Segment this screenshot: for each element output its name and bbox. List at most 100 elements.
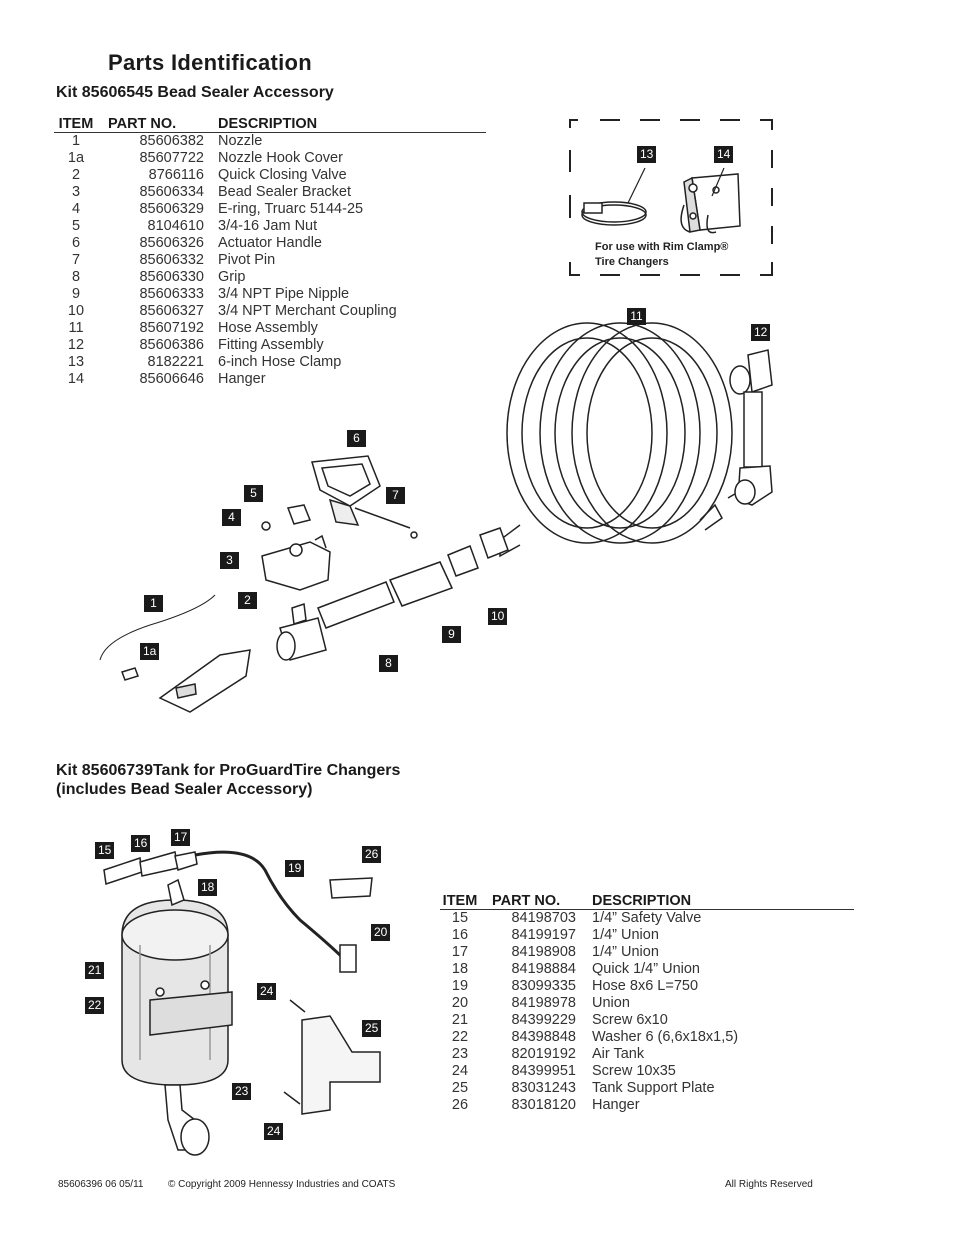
table-row: 24 84399951 Screw 10x35 xyxy=(440,1063,854,1080)
item-cell: 16 xyxy=(451,927,469,943)
description-cell: Tank Support Plate xyxy=(592,1080,715,1096)
col-item: ITEM xyxy=(58,116,94,132)
part-no-cell: 83031243 xyxy=(511,1080,576,1096)
description-cell: Nozzle Hook Cover xyxy=(218,150,343,166)
part-no-cell: 83099335 xyxy=(511,978,576,994)
description-cell: Quick 1/4” Union xyxy=(592,961,700,977)
part-no-cell: 85606329 xyxy=(139,201,204,217)
callout-label: 11 xyxy=(627,308,646,325)
part-no-cell: 8182221 xyxy=(147,354,204,370)
item-cell: 18 xyxy=(451,961,469,977)
callout-label: 10 xyxy=(488,608,508,625)
actuator-handle-illustration xyxy=(311,455,411,529)
callout-label: 3 xyxy=(220,552,239,569)
callout-label: 7 xyxy=(386,487,405,504)
callout-label: 9 xyxy=(442,626,461,643)
part-no-cell: 84198884 xyxy=(511,961,576,977)
description-cell: 3/4 NPT Pipe Nipple xyxy=(218,286,350,302)
description-cell: E-ring, Truarc 5144-25 xyxy=(218,201,364,217)
callout-label: 17 xyxy=(171,829,191,846)
col-item: ITEM xyxy=(442,893,478,909)
table-row: 8 85606330 Grip xyxy=(54,269,486,286)
nozzle-illustration xyxy=(99,594,251,713)
table-row: 16 84199197 1/4” Union xyxy=(440,927,854,944)
part-no-cell: 85607192 xyxy=(139,320,204,336)
description-cell: Hanger xyxy=(218,371,266,387)
kit2-title: Kit 85606739Tank for ProGuardTire Change… xyxy=(56,762,401,798)
item-cell: 24 xyxy=(451,1063,469,1079)
part-no-cell: 84198978 xyxy=(511,995,576,1011)
rim-clamp-box xyxy=(569,119,773,276)
part-no-cell: 85606334 xyxy=(139,184,204,200)
description-cell: Pivot Pin xyxy=(218,252,276,268)
callout-label: 1 xyxy=(144,595,163,612)
item-cell: 9 xyxy=(71,286,81,302)
callout-label: 4 xyxy=(222,509,241,526)
hanger-illustration xyxy=(680,167,741,234)
kit1-title: Kit 85606545 Bead Sealer Accessory xyxy=(56,84,334,101)
col-part-no: PART NO. xyxy=(108,116,177,132)
item-cell: 2 xyxy=(71,167,81,183)
item-cell: 22 xyxy=(451,1029,469,1045)
description-cell: Screw 6x10 xyxy=(592,1012,668,1028)
item-cell: 19 xyxy=(451,978,469,994)
copyright: © Copyright 2009 Hennessy Industries and… xyxy=(168,1179,396,1190)
page-title: Parts Identification xyxy=(108,50,313,75)
part-no-cell: 85606333 xyxy=(139,286,204,302)
callout-label: 24 xyxy=(264,1123,284,1140)
part-no-cell: 85606382 xyxy=(139,133,204,149)
description-cell: Quick Closing Valve xyxy=(218,167,347,183)
item-cell: 1a xyxy=(67,150,85,166)
description-cell: Screw 10x35 xyxy=(592,1063,676,1079)
callout-label: 21 xyxy=(85,962,105,979)
table-row: 9 85606333 3/4 NPT Pipe Nipple xyxy=(54,286,486,303)
col-part-no: PART NO. xyxy=(492,893,561,909)
description-cell: 6-inch Hose Clamp xyxy=(218,354,342,370)
description-cell: 3/4-16 Jam Nut xyxy=(218,218,318,234)
item-cell: 8 xyxy=(71,269,81,285)
description-cell: Air Tank xyxy=(592,1046,645,1062)
bracket-illustration xyxy=(261,504,418,591)
item-cell: 25 xyxy=(451,1080,469,1096)
callout-label: 18 xyxy=(198,879,218,896)
description-cell: 1/4” Safety Valve xyxy=(592,910,702,926)
hose-assembly-illustration xyxy=(499,322,746,558)
part-no-cell: 8766116 xyxy=(148,167,204,183)
all-rights-reserved: All Rights Reserved xyxy=(725,1179,813,1190)
description-cell: 1/4” Union xyxy=(592,927,659,943)
part-no-cell: 84198703 xyxy=(511,910,576,926)
col-description: DESCRIPTION xyxy=(218,116,318,132)
part-no-cell: 84199197 xyxy=(511,927,576,943)
callout-label: 8 xyxy=(379,655,398,672)
description-cell: Bead Sealer Bracket xyxy=(218,184,351,200)
description-cell: Fitting Assembly xyxy=(218,337,324,353)
valve-illustration xyxy=(276,602,327,661)
item-cell: 15 xyxy=(451,910,469,926)
table-row: 18 84198884 Quick 1/4” Union xyxy=(440,961,854,978)
part-no-cell: 84399951 xyxy=(511,1063,576,1079)
table-row: 19 83099335 Hose 8x6 L=750 xyxy=(440,978,854,995)
description-cell: Hose 8x6 L=750 xyxy=(592,978,699,994)
item-cell: 13 xyxy=(67,354,85,370)
part-no-cell: 85606330 xyxy=(139,269,204,285)
description-cell: Grip xyxy=(218,269,246,285)
callout-label: 12 xyxy=(751,324,771,341)
item-cell: 21 xyxy=(451,1012,469,1028)
item-cell: 23 xyxy=(451,1046,469,1062)
callout-label: 22 xyxy=(85,997,105,1014)
